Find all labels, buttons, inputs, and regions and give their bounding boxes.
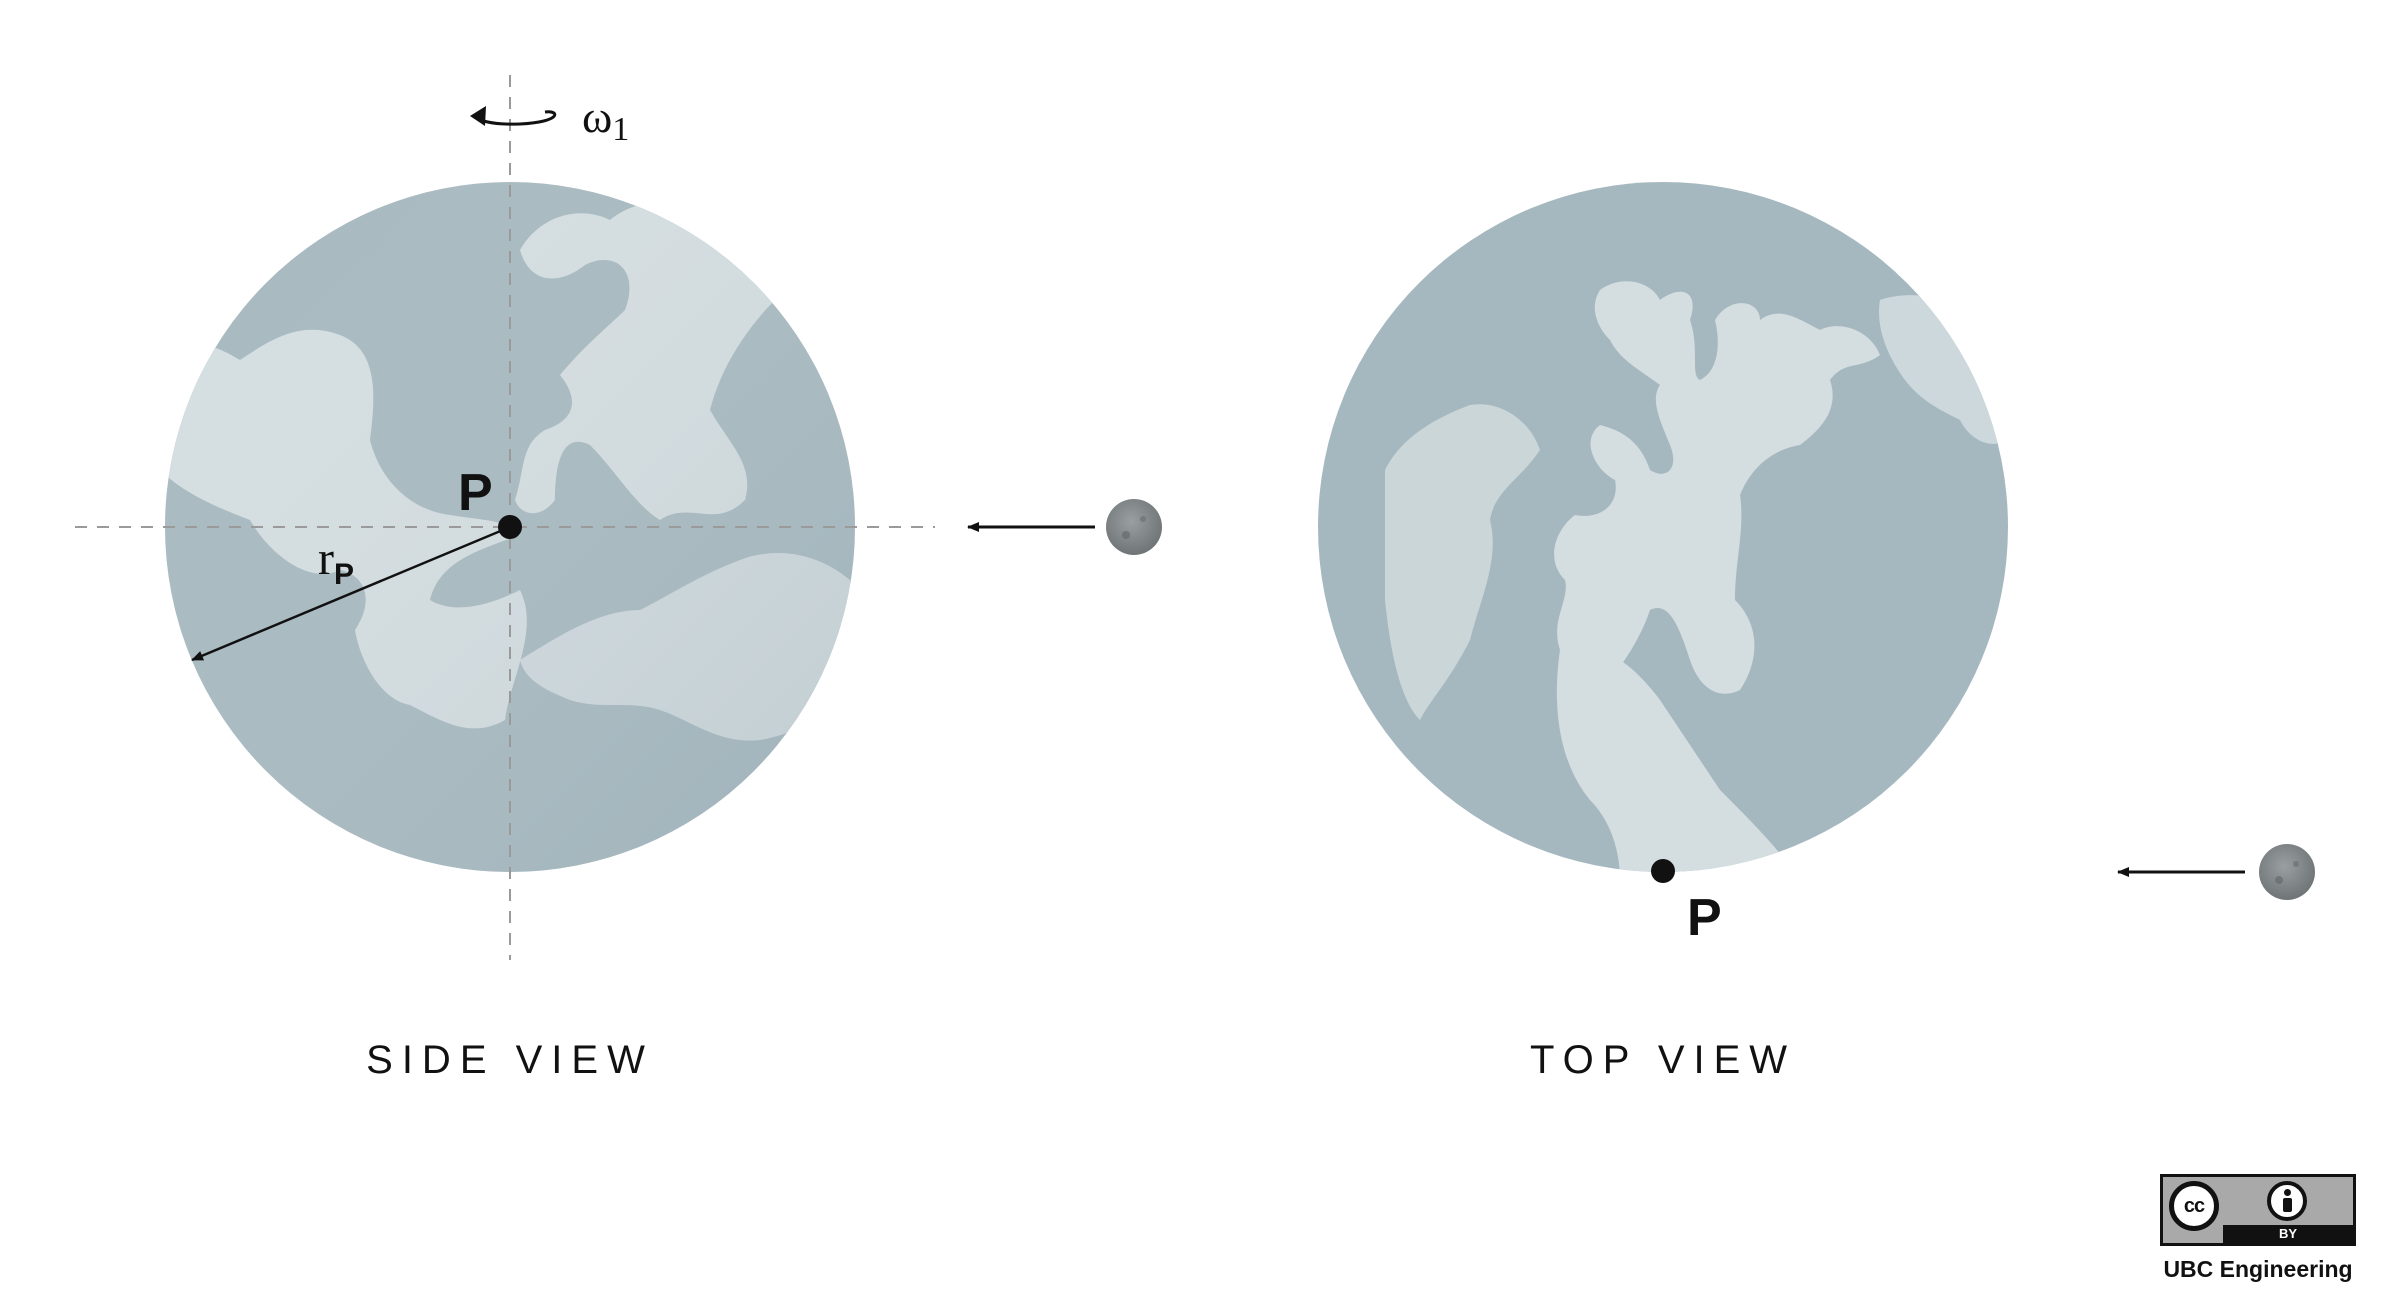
radius-label-sub: P — [334, 558, 354, 591]
attribution-text: UBC Engineering — [2163, 1256, 2353, 1282]
cc-license-badge: cc BY — [2160, 1174, 2356, 1246]
radius-label-main: r — [318, 532, 334, 585]
radius-arrow — [191, 525, 511, 662]
top-continent-south — [1556, 647, 1800, 872]
rotation-label: ω1 — [582, 91, 629, 148]
rotation-label-main: ω — [582, 91, 612, 142]
attribution-person-icon — [2267, 1181, 2307, 1221]
top-point-label: P — [1687, 889, 1722, 947]
top-continent-west — [1385, 404, 1540, 720]
top-view-label: TOP VIEW — [1529, 1038, 1797, 1082]
rotation-arrow — [470, 106, 557, 126]
side-view-label: SIDE VIEW — [366, 1038, 654, 1082]
side-point-p — [498, 515, 522, 539]
cc-icon: cc — [2169, 1181, 2219, 1231]
top-continent-main — [1554, 281, 1880, 694]
rotation-label-sub: 1 — [612, 111, 629, 148]
side-projectile-moon — [1106, 499, 1162, 555]
top-point-p — [1651, 859, 1675, 883]
top-projectile-moon — [2259, 844, 2315, 900]
side-point-label: P — [458, 464, 493, 522]
cc-by-text: BY — [2223, 1225, 2353, 1243]
top-view-planet — [1318, 182, 2008, 872]
radius-label: rP — [318, 532, 354, 591]
